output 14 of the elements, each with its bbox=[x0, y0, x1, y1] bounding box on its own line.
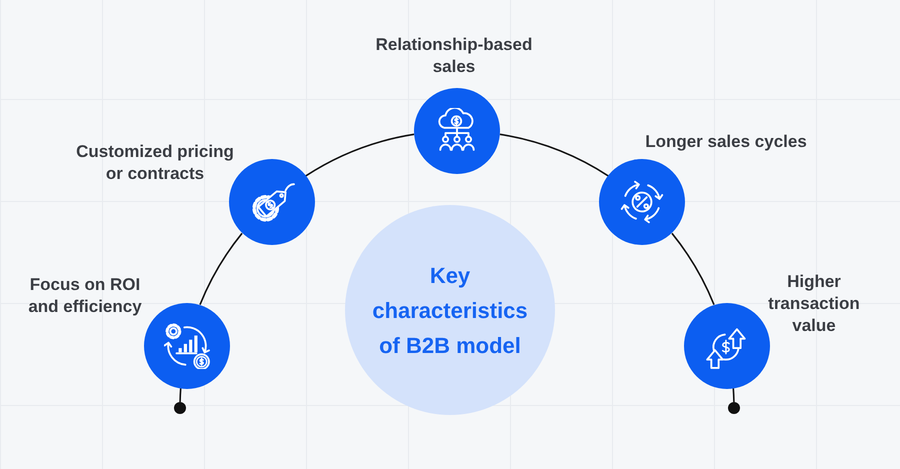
feature-label: Focus on ROI and efficiency bbox=[27, 274, 143, 318]
feature-label: Customized pricing or contracts bbox=[75, 141, 235, 185]
arc-connector bbox=[671, 232, 715, 305]
arc-connector bbox=[732, 388, 735, 402]
arc-connector bbox=[500, 134, 609, 177]
arc-connector bbox=[179, 388, 182, 402]
feature-label: Longer sales cycles bbox=[644, 131, 808, 153]
end-dot bbox=[174, 402, 186, 414]
hub-title: Key characteristics of B2B model bbox=[371, 262, 529, 360]
end-dot bbox=[728, 402, 740, 414]
feature-label: Relationship-based sales bbox=[374, 34, 534, 78]
feature-label: Higher transaction value bbox=[767, 271, 861, 337]
arc-connector bbox=[305, 134, 414, 177]
arc-connector bbox=[199, 232, 243, 305]
